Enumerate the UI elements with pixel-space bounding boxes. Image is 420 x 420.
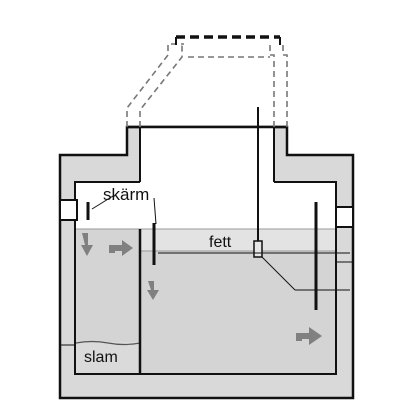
label-sludge: slam — [84, 349, 118, 366]
sludge-layer — [76, 342, 140, 373]
inlet-pipe — [59, 199, 78, 221]
outlet-pipe — [335, 206, 354, 228]
main-chamber-liquid — [140, 251, 335, 373]
sludge-surface — [75, 340, 141, 346]
flow-arrow-icon — [296, 327, 322, 345]
leader-screen-2 — [153, 197, 157, 225]
flow-arrow-icon — [81, 233, 93, 256]
label-screen: skärm — [103, 185, 149, 204]
leader-sensor — [261, 256, 296, 291]
access-shaft — [140, 127, 274, 183]
extension-shaft-dashed — [126, 43, 288, 127]
label-grease: fett — [209, 234, 232, 251]
flow-arrow-icon — [147, 281, 159, 300]
probe-sensor — [253, 240, 263, 258]
grease-layer — [140, 229, 335, 251]
leader-screen-1 — [91, 195, 114, 210]
flow-arrow-icon — [109, 240, 133, 256]
